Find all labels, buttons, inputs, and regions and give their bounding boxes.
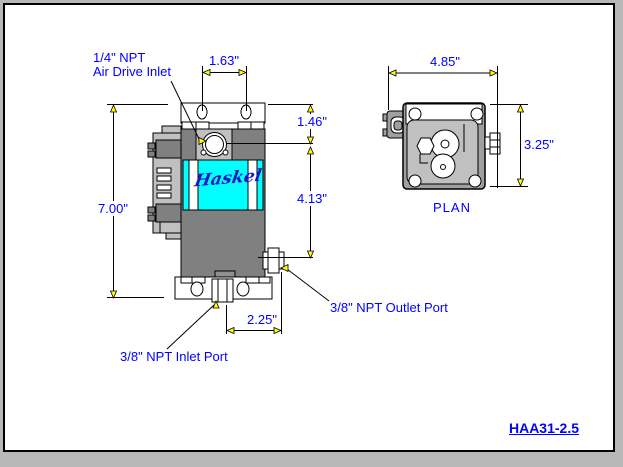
drawing-page — [3, 3, 615, 452]
front-view-drawing — [147, 102, 285, 303]
plan-bolt-top-right — [470, 107, 484, 121]
dimension-air-inlet-to-outlet: 4.13" — [295, 191, 329, 206]
inlet-port-leader-arrow — [212, 299, 220, 309]
dimension-bolt-spacing: 1.63" — [209, 53, 239, 68]
dimension-overall-height: 7.00" — [96, 201, 130, 216]
dimension-inlet-outlet-offset: 2.25" — [247, 312, 277, 327]
pump-body — [174, 102, 285, 303]
plan-hex-plug — [416, 137, 435, 155]
model-number-link[interactable]: HAA31-2.5 — [508, 420, 579, 436]
inlet-port — [211, 278, 234, 303]
haskel-logo: Haskel — [192, 165, 263, 192]
plan-bolt-bottom-right — [468, 174, 482, 188]
air-inlet-leader-arrow — [198, 136, 207, 146]
dimension-plan-depth: 3.25" — [524, 137, 554, 152]
air-drive-inlet-label-line2: Air Drive Inlet — [93, 64, 172, 79]
plan-view-drawing — [382, 102, 501, 190]
air-drive-inlet-label: 1/4" NPT Air Drive Inlet — [93, 51, 171, 79]
outlet-port-label: 3/8" NPT Outlet Port — [330, 300, 448, 315]
air-drive-inlet-label-line1: 1/4" NPT — [93, 50, 146, 65]
outlet-port-leader-arrow — [280, 263, 289, 273]
muffler-assembly — [147, 125, 182, 240]
dimension-top-to-air-inlet: 1.46" — [295, 114, 329, 129]
plan-port-bosses — [430, 129, 460, 179]
tie-rod-right — [247, 159, 258, 211]
top-cap — [180, 102, 266, 124]
leader-lines — [166, 80, 330, 350]
mounting-slot-left — [190, 281, 204, 297]
inlet-port-label: 3/8" NPT Inlet Port — [120, 349, 228, 364]
plan-view-label: PLAN — [433, 200, 471, 215]
dimension-arrows — [109, 68, 525, 335]
tie-rod-left — [188, 159, 199, 211]
plan-outlet-fitting — [484, 132, 501, 155]
outlet-fitting — [262, 247, 285, 274]
mounting-slot-right — [236, 281, 250, 297]
plan-bolt-bottom-left — [408, 174, 422, 188]
dimension-plan-width: 4.85" — [430, 54, 460, 69]
plan-bolt-top-left — [408, 107, 422, 121]
